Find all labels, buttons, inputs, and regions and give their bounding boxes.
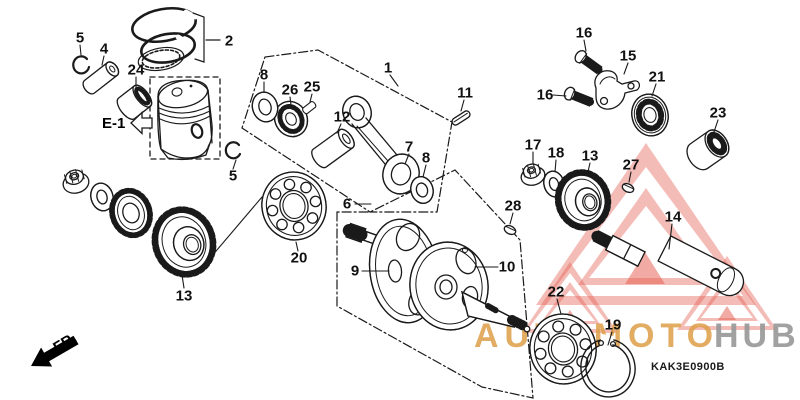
ball-bearing-22 — [529, 313, 597, 385]
ball-bearing-21 — [631, 93, 669, 137]
part-label: 16 — [536, 86, 554, 104]
part-label: 25 — [303, 78, 321, 96]
flange-nut-17 — [520, 163, 546, 186]
part-label: 26 — [281, 81, 299, 99]
ring-bracket — [192, 12, 221, 63]
dowel-25 — [302, 100, 317, 115]
diagram-code: KAK3E0900B — [651, 361, 725, 373]
washer-left — [90, 182, 114, 212]
dowel-27 — [621, 182, 635, 194]
fr-arrow: FR. — [31, 329, 80, 367]
bolt-16-lower — [563, 86, 595, 107]
needle-bearing-24 — [116, 84, 153, 120]
part-label: 9 — [350, 262, 360, 280]
bolt-16-upper — [574, 50, 603, 75]
washer-8-lower — [410, 176, 434, 204]
part-label: 28 — [504, 197, 522, 215]
part-label: 21 — [648, 68, 666, 86]
connecting-rod — [342, 95, 420, 195]
part-label: 15 — [619, 47, 637, 65]
part-label: 2 — [224, 32, 234, 50]
part-label: 18 — [547, 144, 565, 162]
part-label: 11 — [457, 84, 473, 102]
watermark-logo-large — [536, 143, 756, 305]
part-label: 19 — [604, 316, 622, 334]
part-label: 12 — [333, 108, 351, 126]
part-label: 10 — [498, 258, 516, 276]
needle-bearing-23 — [686, 129, 730, 171]
part-label: 13 — [175, 287, 193, 305]
part-label: 13 — [581, 147, 599, 165]
leader-lines — [79, 39, 719, 346]
e1-reference-label: E-1 — [102, 115, 126, 132]
part-label: 16 — [575, 24, 593, 42]
piston-rings — [131, 6, 198, 72]
washer-8-upper — [251, 91, 279, 123]
ball-bearing-20 — [261, 171, 327, 241]
crank-pin-12 — [311, 128, 355, 169]
watermark-logo-right — [677, 256, 777, 330]
part-label: 8 — [421, 149, 431, 167]
piston-pin-4 — [82, 61, 120, 95]
key-28 — [503, 224, 517, 236]
watermark-text-secondary: HUB — [714, 317, 800, 355]
flange-nut-left — [62, 169, 90, 194]
balancer-gear-right-13 — [554, 169, 612, 231]
part-label: 5 — [75, 29, 85, 47]
part-label: 17 — [524, 136, 542, 154]
part-label: 24 — [127, 61, 145, 79]
bracket-15 — [594, 70, 641, 110]
part-label: 1 — [383, 59, 393, 77]
woodruff-key-11 — [451, 110, 471, 126]
balancer-gear-left-13 — [151, 206, 217, 278]
circlip-5-left — [72, 55, 91, 75]
crankshaft-right-shaft — [461, 290, 531, 333]
part-label: 14 — [664, 208, 682, 226]
circlip-5-right — [224, 141, 242, 160]
part-label: 22 — [547, 283, 565, 301]
part-label: 8 — [259, 66, 269, 84]
crank-kit-outline — [336, 169, 534, 399]
e1-arrow-icon — [130, 110, 153, 136]
part-label: 5 — [228, 167, 238, 185]
part-label: 27 — [622, 156, 640, 174]
piston — [157, 79, 213, 161]
rod-kit-outline — [241, 49, 453, 213]
needle-bearing-26 — [273, 100, 309, 138]
part-label: 7 — [404, 138, 414, 156]
sprocket-left — [109, 187, 153, 239]
balancer-shaft-14 — [591, 230, 745, 297]
part-label: 20 — [290, 249, 308, 267]
part-label: 6 — [342, 195, 352, 213]
part-label: 4 — [99, 40, 109, 58]
part-label: 23 — [709, 104, 727, 122]
